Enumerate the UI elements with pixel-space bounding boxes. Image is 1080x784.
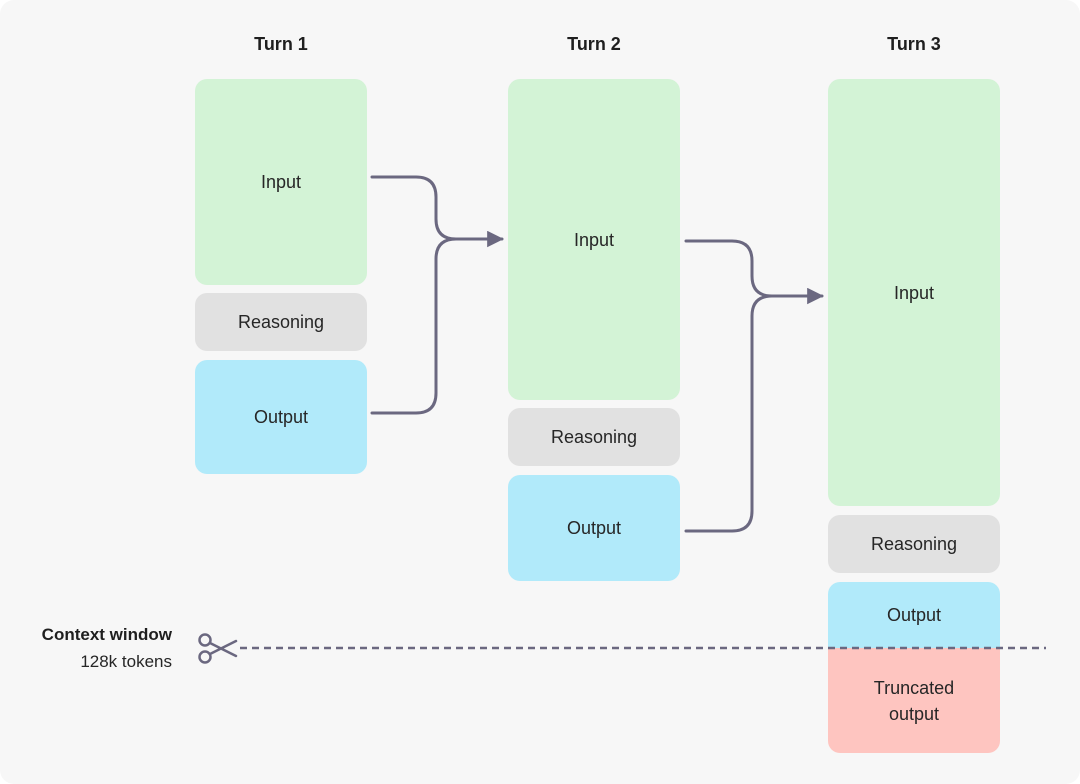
turn-1-reasoning-label: Reasoning <box>237 312 325 332</box>
turn-3-truncated-label: Truncated output <box>873 677 955 724</box>
turn-3-input-label: Input <box>893 282 935 303</box>
turn-3-title: Turn 3 <box>887 34 941 54</box>
turn-3-reasoning-block: Reasoning <box>828 515 1000 573</box>
turn-2-output-connector <box>684 294 774 533</box>
turn-1-input-label: Input <box>260 172 302 192</box>
turn-2-reasoning-block: Reasoning <box>508 408 680 466</box>
turn-2-input-block: Input <box>508 79 680 400</box>
turn-3-truncated-output-block: Truncated output <box>828 648 1000 753</box>
turn-1-reasoning-block: Reasoning <box>195 293 367 351</box>
turn-1-output-connector <box>370 237 458 415</box>
turn-3-output-block: Output <box>828 582 1000 648</box>
turn-3-input-block: Input <box>828 79 1000 506</box>
turn-1-title: Turn 1 <box>254 34 308 54</box>
turn-1-input-block: Input <box>195 79 367 285</box>
turn-2-output-label: Output <box>566 518 622 538</box>
scissors-icon <box>198 633 238 664</box>
turn-1-output-label: Output <box>253 407 309 427</box>
turn-3-reasoning-label: Reasoning <box>870 534 958 554</box>
context-window-size: 128k tokens <box>80 652 172 671</box>
turn-1-input-connector <box>370 175 504 248</box>
turn-2-input-connector <box>684 239 824 305</box>
turn-2-input-label: Input <box>573 229 615 250</box>
turn-3-output-label: Output <box>886 605 942 625</box>
context-window-title: Context window <box>41 625 172 644</box>
turn-2-reasoning-label: Reasoning <box>550 427 638 447</box>
turn-2-title: Turn 2 <box>567 34 621 54</box>
turn-1-output-block: Output <box>195 360 367 474</box>
turn-2-output-block: Output <box>508 475 680 581</box>
